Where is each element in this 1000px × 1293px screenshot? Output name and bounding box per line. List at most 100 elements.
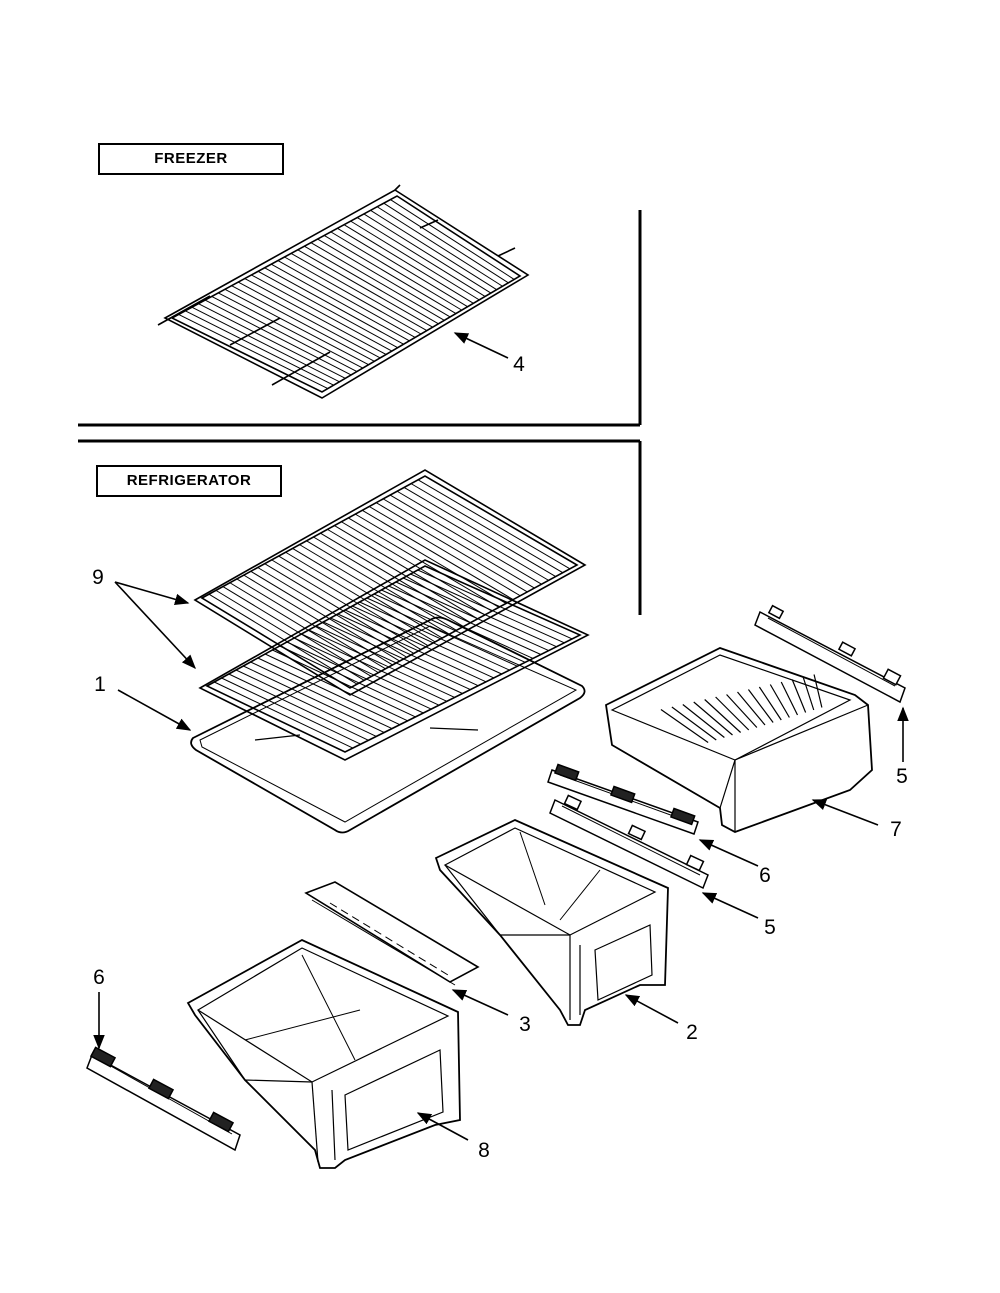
shelf-bar <box>344 225 473 304</box>
shelf-bar <box>192 307 340 382</box>
drawer-rib <box>803 677 814 710</box>
drawer-rib <box>814 675 822 708</box>
shelf-bar <box>323 622 470 690</box>
shelf-bar <box>331 232 462 310</box>
shelf-bar <box>245 279 386 355</box>
refrigerator-wire-shelf-lower <box>200 560 588 760</box>
shelf-bar <box>238 282 380 358</box>
callout-4: 4 <box>513 353 525 376</box>
shelf-bar <box>389 586 541 655</box>
callout-9: 9 <box>92 566 104 589</box>
shelf-bar <box>396 582 549 651</box>
shelf-bar <box>243 666 384 733</box>
drawer-rib <box>672 707 716 740</box>
shelf-bar <box>334 526 484 615</box>
shelf-bar <box>318 239 451 317</box>
shelf-bar <box>291 253 427 330</box>
freezer-frame <box>78 210 640 425</box>
callout-6-middle: 6 <box>759 864 771 887</box>
shelf-bar <box>357 218 485 297</box>
shelf-bar <box>337 228 467 306</box>
drawer-rib <box>770 685 789 718</box>
refrigerator-frame <box>78 441 640 615</box>
callout-1: 1 <box>94 673 106 696</box>
shelf-bar <box>390 495 541 584</box>
shelf-bar <box>265 654 408 721</box>
shelf-bar <box>280 646 424 713</box>
shelf-bar <box>410 574 564 643</box>
shelf-bar <box>287 642 431 709</box>
shelf-bar <box>265 268 404 344</box>
arrow-7 <box>811 800 878 825</box>
shelf-bar <box>341 522 492 611</box>
drawer-rib <box>781 682 797 715</box>
crisper-drawer-left <box>188 940 460 1168</box>
callout-7: 7 <box>890 818 902 841</box>
shelf-bar <box>352 606 501 674</box>
shelf-bar <box>324 235 456 313</box>
shelf-bar <box>376 503 527 592</box>
shelf-bar <box>229 674 369 740</box>
shelf-bar <box>311 243 444 321</box>
drawer-rib <box>748 690 773 723</box>
shelf-bar <box>320 533 470 622</box>
shelf-bar <box>327 529 477 618</box>
drawer-rib <box>727 695 757 728</box>
shelf-bar <box>390 200 514 280</box>
shelf-bar <box>251 275 391 351</box>
shelf-bar <box>397 491 549 580</box>
deli-drawer-ribs <box>661 675 822 743</box>
shelf-bar <box>360 602 510 670</box>
lower-shelf-bars <box>214 570 572 748</box>
deli-drawer <box>606 648 872 832</box>
shelf-bar <box>179 314 328 388</box>
shelf-bar <box>404 487 556 576</box>
shelf-bar <box>418 570 572 639</box>
slide-rail-middle-6 <box>548 764 698 834</box>
callout-2: 2 <box>686 1021 698 1044</box>
arrow-9-lower <box>115 582 196 670</box>
shelf-bar <box>331 618 479 686</box>
shelf-bar <box>309 630 455 697</box>
shelf-bar <box>351 221 480 300</box>
shelf-bar <box>362 510 513 599</box>
shelf-bar <box>316 626 463 694</box>
shelf-bar <box>377 207 502 286</box>
shelf-bar <box>222 678 361 744</box>
shelf-bar <box>348 518 499 607</box>
shelf-bar <box>298 250 433 327</box>
drawer-rib <box>705 700 741 733</box>
callout-5-upper: 5 <box>896 765 908 788</box>
crisper-cover <box>306 882 478 985</box>
slide-rail-lower-6 <box>87 1047 240 1150</box>
drawer-rib <box>792 680 805 713</box>
callout-5-middle: 5 <box>764 916 776 939</box>
freezer-shelf-bars <box>179 200 515 389</box>
shelf-bar <box>278 261 415 338</box>
shelf-bar <box>403 578 556 647</box>
shelf-bar <box>418 480 570 569</box>
shelf-bar <box>304 246 438 324</box>
drawer-rib <box>738 692 766 725</box>
drawer-rib <box>661 710 708 743</box>
shelf-bar <box>205 300 351 375</box>
arrow-3 <box>451 990 508 1015</box>
shelf-bar <box>258 271 398 347</box>
shelf-bar <box>198 304 345 379</box>
shelf-bar <box>294 638 439 705</box>
crisper-drawer-right <box>436 820 668 1025</box>
arrow-9-upper <box>115 582 190 605</box>
shelf-bar <box>384 203 509 283</box>
leader-arrows <box>93 333 909 1140</box>
arrow-1 <box>118 690 192 731</box>
freezer-wire-shelf <box>158 185 528 398</box>
callout-3: 3 <box>519 1013 531 1036</box>
shelf-bar <box>236 670 376 736</box>
shelf-bar <box>345 610 494 678</box>
shelf-bar <box>411 484 563 573</box>
refrigerator-section-label: REFRIGERATOR <box>96 465 282 497</box>
shelf-bar <box>272 650 415 717</box>
shelf-bar <box>232 286 375 362</box>
arrow-8 <box>416 1113 468 1140</box>
freezer-section-label: FREEZER <box>98 143 284 175</box>
